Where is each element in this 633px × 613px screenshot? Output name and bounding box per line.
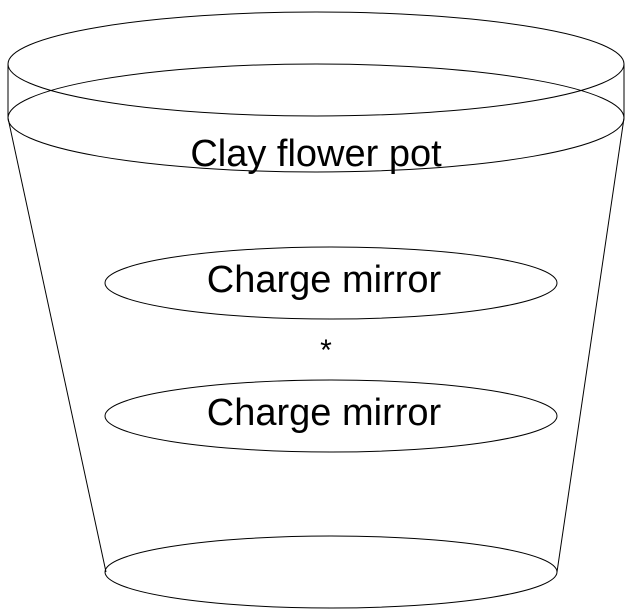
charge-mirror-bottom-label: Charge mirror (207, 392, 442, 434)
rim-bottom-ellipse (7, 63, 625, 173)
charge-mirror-top (104, 246, 558, 320)
pot-label: Clay flower pot (190, 133, 442, 175)
pot-left-wall (7, 117, 107, 573)
pot-base-ellipse (104, 535, 558, 609)
separator-star: * (320, 334, 332, 367)
pot-right-wall (556, 117, 625, 573)
rim-top-ellipse (7, 11, 625, 117)
charge-mirror-bottom (104, 379, 558, 453)
charge-mirror-top-label: Charge mirror (207, 259, 442, 301)
